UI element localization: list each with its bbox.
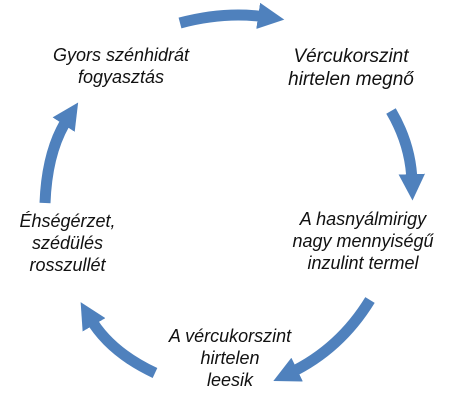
node-line: Vércukorszint [293,46,409,67]
node-vercukorszint-megno: Vércukorszint hirtelen megnő [246,45,456,91]
node-line: inzulint termel [307,253,419,273]
arrow-to-inzulint-termel [386,108,425,201]
node-line: hirtelen megnő [288,69,414,90]
node-line: A vércukorszint [168,326,292,346]
arrow-to-ehsegerzet [80,302,158,378]
node-line: hirtelen [200,348,260,368]
node-gyors-szenhidrat: Gyors szénhidrát fogyasztás [16,44,226,88]
node-line: rosszullét [29,255,106,275]
arrow-to-gyors-szenhidrat [39,102,79,204]
node-line: fogyasztás [77,67,165,87]
node-line: nagy mennyiségű [292,231,434,251]
node-ehsegerzet: Éhségérzet, szédülés rosszullét [0,210,135,276]
arrow-to-vercukorszint-megno [178,2,285,29]
arrow-to-vercukorszint-leesik [273,297,375,382]
node-line: Éhségérzet, [19,211,116,231]
node-line: szédülés [31,233,104,253]
node-inzulint-termel: A hasnyálmirigy nagy mennyiségű inzulint… [268,208,458,274]
node-line: Gyors szénhidrát [52,45,190,65]
node-line: leesik [206,370,254,390]
node-line: A hasnyálmirigy [299,209,427,229]
node-vercukorszint-leesik: A vércukorszint hirtelen leesik [130,325,330,391]
